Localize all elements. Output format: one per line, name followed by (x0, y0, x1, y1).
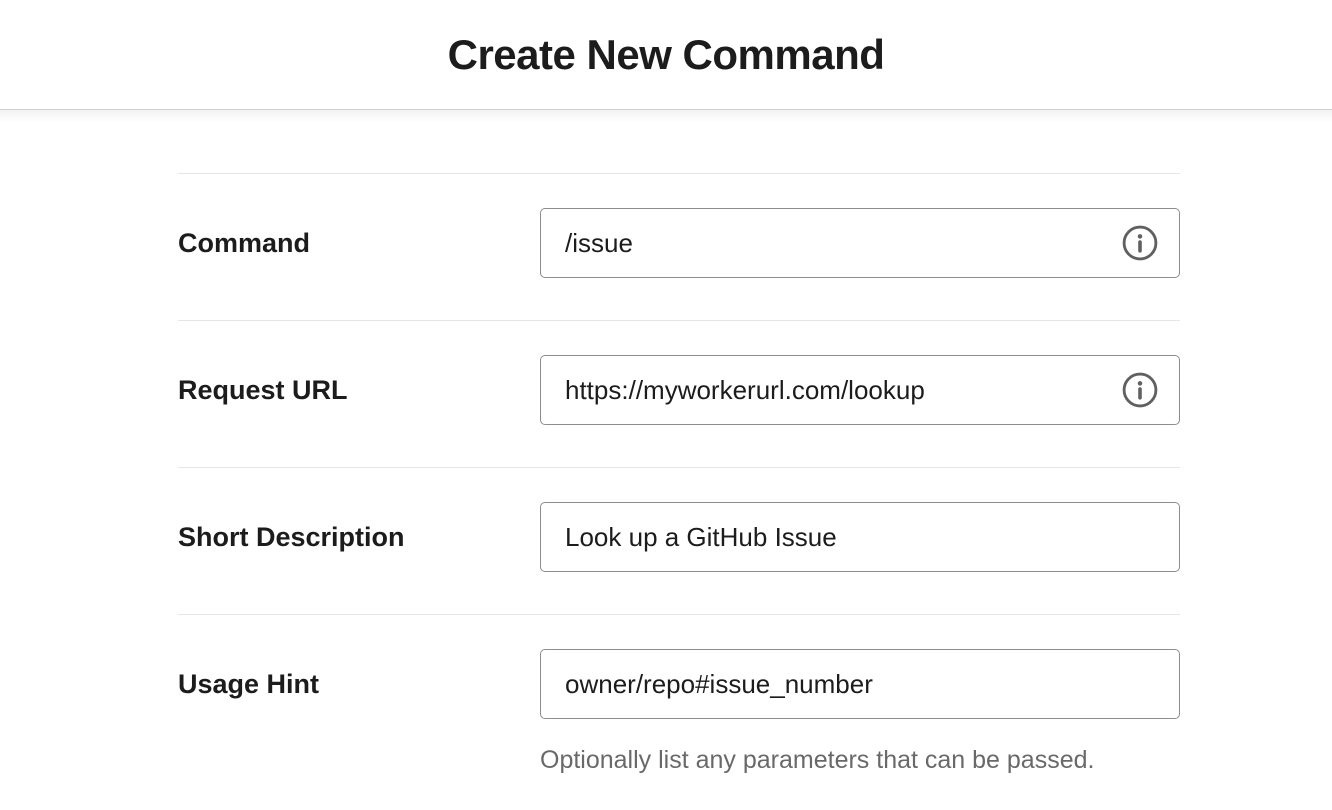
page-title: Create New Command (447, 30, 885, 78)
usage-hint-input[interactable] (540, 649, 1180, 719)
command-form: Command Request URL Short Description (178, 110, 1180, 810)
short-description-input-wrap (540, 502, 1180, 572)
usage-hint-input-wrap: Optionally list any parameters that can … (540, 649, 1180, 775)
command-input-wrap (540, 208, 1180, 278)
form-row-request-url: Request URL (178, 320, 1180, 467)
form-row-command: Command (178, 173, 1180, 320)
info-circle-icon[interactable] (1122, 225, 1158, 261)
short-description-label: Short Description (178, 522, 405, 552)
request-url-label: Request URL (178, 375, 348, 405)
usage-hint-helper-text: Optionally list any parameters that can … (540, 746, 1095, 774)
command-label: Command (178, 228, 311, 258)
info-circle-icon[interactable] (1122, 372, 1158, 408)
request-url-input-wrap (540, 355, 1180, 425)
usage-hint-label: Usage Hint (178, 669, 320, 699)
request-url-input[interactable] (540, 355, 1180, 425)
page-header: Create New Command (0, 0, 1332, 123)
short-description-input[interactable] (540, 502, 1180, 572)
command-input[interactable] (540, 208, 1180, 278)
form-row-usage-hint: Usage Hint Optionally list any parameter… (178, 614, 1180, 810)
form-row-short-description: Short Description (178, 467, 1180, 614)
